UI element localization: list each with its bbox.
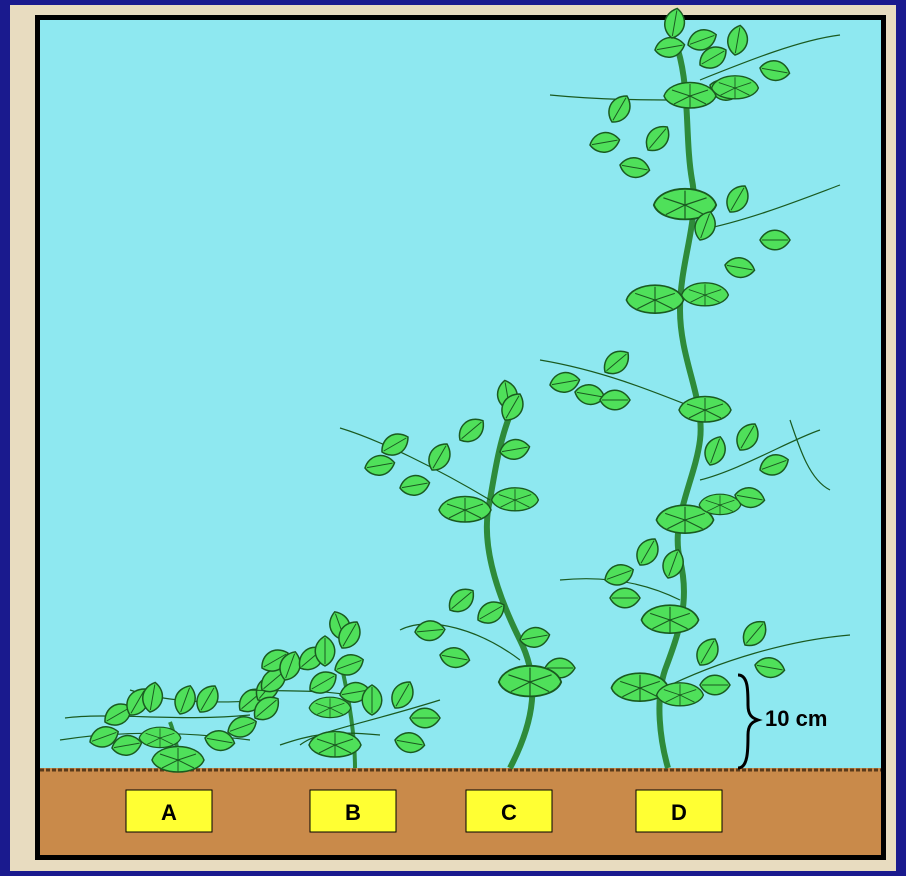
plant-label-a-text: A	[161, 800, 177, 825]
plant-label-c-text: C	[501, 800, 517, 825]
plant-label-d: D	[636, 790, 722, 832]
plant-label-d-text: D	[671, 800, 687, 825]
plant-label-a: A	[126, 790, 212, 832]
plant-label-b: B	[310, 790, 396, 832]
plant-label-c: C	[466, 790, 552, 832]
plant-label-b-text: B	[345, 800, 361, 825]
scale-label: 10 cm	[765, 706, 827, 731]
